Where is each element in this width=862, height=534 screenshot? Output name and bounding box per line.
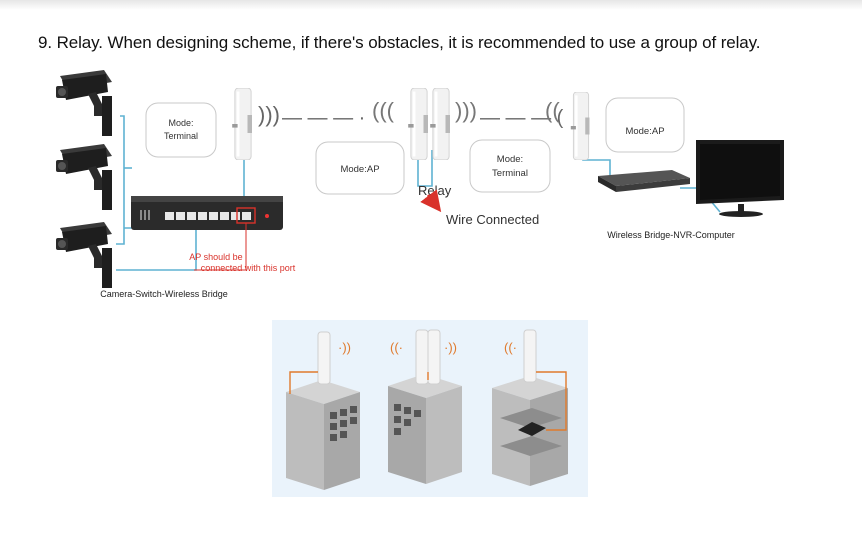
relay-bridge-icon	[430, 88, 451, 160]
signal-dashes: — — — (	[480, 107, 564, 129]
cable-cam3	[116, 224, 197, 271]
mode-box-relay-right	[469, 139, 551, 193]
buildings-illustration: ·)) ((· ·)) ((·	[272, 320, 588, 497]
right-caption: Wireless Bridge-NVR-Computer	[607, 230, 735, 240]
wire-arrow	[420, 189, 442, 213]
camera-icon	[56, 144, 112, 210]
wireless-bridge-icon	[570, 92, 590, 160]
camera-icon	[56, 70, 112, 136]
ap-note-line2: connected with this port	[201, 263, 296, 273]
svg-text:·)): ·))	[338, 340, 351, 355]
svg-text:((: ((	[545, 98, 560, 123]
svg-text:(((: (((	[372, 98, 395, 123]
signal-dashes: — — — ·	[282, 107, 365, 129]
cable-relay	[417, 150, 433, 187]
wireless-bridge-icon	[232, 88, 253, 160]
cable-cam1	[116, 115, 125, 245]
mode-box-relay-left	[315, 141, 405, 195]
page-heading: 9. Relay. When designing scheme, if ther…	[38, 33, 761, 52]
relay-bridge-icon	[408, 88, 429, 160]
relay-label: Relay	[418, 183, 452, 198]
left-mode-label: Mode:	[168, 118, 193, 128]
right-mode-label: Mode:AP	[625, 126, 664, 137]
left-mode-value: Terminal	[164, 131, 198, 141]
nvr-device	[598, 170, 690, 192]
svg-text:((·: ((·	[390, 340, 403, 355]
camera-icon	[56, 222, 112, 288]
computer-monitor	[696, 140, 784, 217]
wire-connected-label: Wire Connected	[446, 212, 539, 227]
relay-left-mode: Mode:AP	[340, 164, 379, 175]
network-switch	[131, 196, 283, 230]
svg-text:·)): ·))	[444, 340, 457, 355]
ap-note-line1: AP should be	[189, 252, 242, 262]
left-caption: Camera-Switch-Wireless Bridge	[100, 289, 228, 299]
ap-note-leader	[194, 223, 247, 271]
svg-text:))): )))	[455, 98, 477, 123]
svg-text:))): )))	[258, 102, 280, 127]
relay-right-mode-value: Terminal	[492, 168, 528, 179]
top-fade	[0, 0, 862, 10]
svg-text:((·: ((·	[504, 340, 517, 355]
mode-box-left	[145, 102, 217, 158]
relay-right-mode-label: Mode:	[497, 154, 523, 165]
mode-box-right	[605, 97, 685, 153]
